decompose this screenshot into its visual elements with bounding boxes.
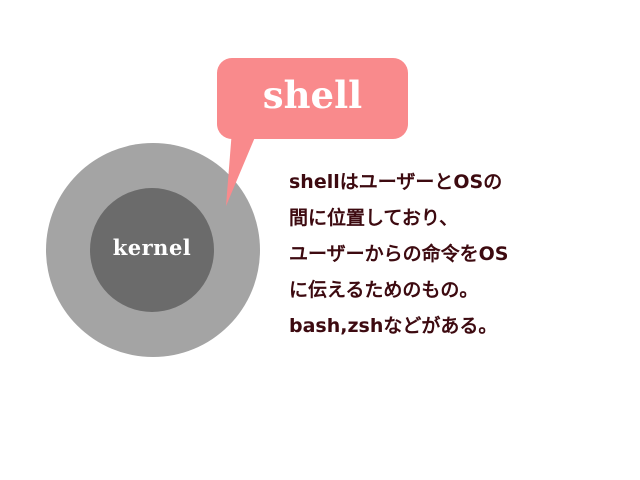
description-line: shellはユーザーとOSの — [289, 171, 503, 193]
description-line: 間に位置しており、 — [289, 207, 459, 229]
description-line: に伝えるためのもの。 — [289, 279, 479, 301]
kernel-core-circle: kernel — [90, 188, 214, 312]
description-text: shellはユーザーとOSの 間に位置しており、 ユーザーからの命令をOS に伝… — [289, 164, 609, 344]
shell-callout-bubble: shell — [217, 58, 408, 139]
shell-label: shell — [262, 72, 363, 117]
description-line: ユーザーからの命令をOS — [289, 243, 509, 265]
kernel-label: kernel — [112, 234, 192, 260]
description-line: bash,zshなどがある。 — [289, 315, 498, 337]
